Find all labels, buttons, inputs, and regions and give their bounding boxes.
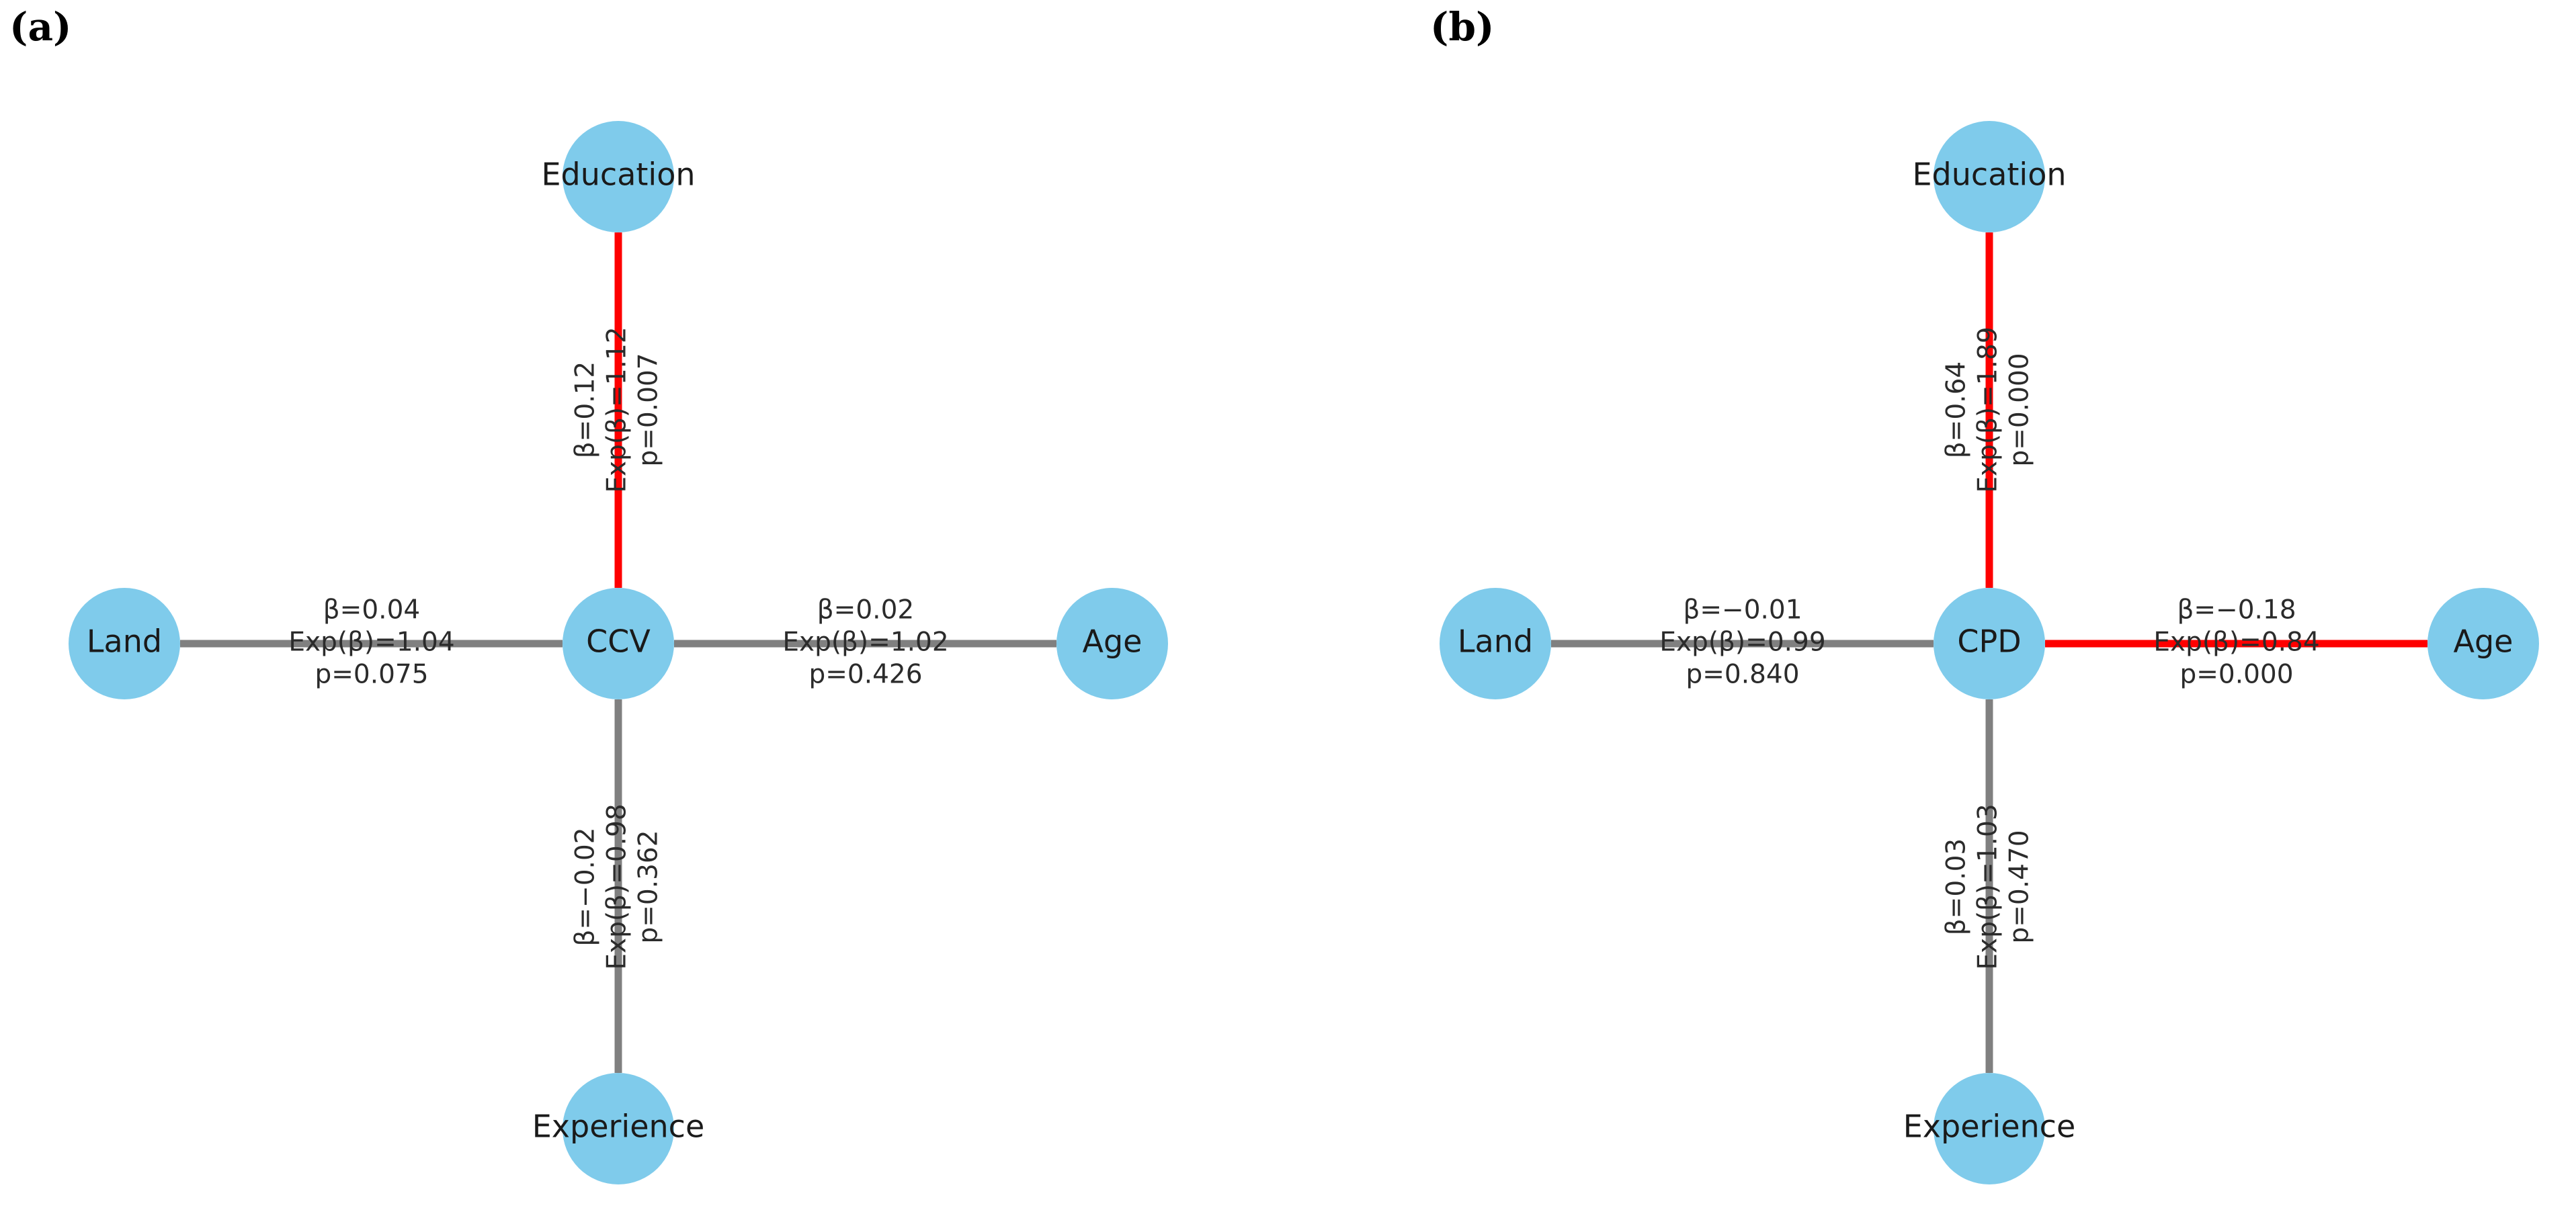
panel-a-edge-left-beta: β=0.04 [323, 595, 420, 625]
panel-a-edge-bottom-beta: β=−0.02 [571, 827, 601, 946]
panel-a-edge-top-beta: β=0.12 [571, 361, 601, 458]
panel-a-node-age[interactable] [1056, 588, 1168, 699]
panel-a-node-experience[interactable] [563, 1073, 674, 1184]
panel-a-edge-top-exp-beta: Exp(β)=1.12 [602, 327, 632, 492]
panel-a-node-age-label: Age [1083, 623, 1142, 660]
panel-b-node-land[interactable] [1440, 588, 1551, 699]
panel-b-node-age[interactable] [2427, 588, 2539, 699]
panel-b-node-center-label: CPD [1957, 623, 2021, 660]
panel-b-edge-top-p: p=0.000 [2005, 353, 2035, 466]
panel-b-edge-left-beta: β=−0.01 [1683, 595, 1802, 625]
panel-a-node-center[interactable] [563, 588, 674, 699]
panel-a-node-education[interactable] [563, 121, 674, 232]
panel-a-edge-right-beta: β=0.02 [817, 595, 914, 625]
panel-a-edge-right-exp-beta: Exp(β)=1.02 [782, 627, 948, 658]
panel-a-node-experience-label: Experience [532, 1109, 705, 1145]
panel-a-edge-bottom-p: p=0.362 [634, 830, 664, 943]
panel-b-node-age-label: Age [2454, 623, 2513, 660]
panel-a-node-center-label: CCV [586, 623, 651, 660]
panel-a-edge-bottom-exp-beta: Exp(β)=0.98 [602, 804, 632, 969]
panel-b-node-land-label: Land [1458, 623, 1533, 660]
panel-a-node-education-label: Education [541, 157, 695, 193]
panel-a-tag: (a) [9, 4, 71, 50]
panel-b-edge-bottom-beta: β=0.03 [1942, 838, 1972, 935]
panel-b-tag: (b) [1430, 4, 1494, 50]
panel-b-node-center[interactable] [1934, 588, 2045, 699]
panel-b-edge-right-p: p=0.000 [2179, 660, 2293, 690]
panel-b-edge-bottom-exp-beta: Exp(β)=1.03 [1973, 804, 2003, 969]
panel-b-node-education[interactable] [1934, 121, 2045, 232]
panel-a-node-land[interactable] [69, 588, 180, 699]
panel-b-edge-top-exp-beta: Exp(β)=1.89 [1973, 327, 2003, 492]
panel-a-node-land-label: Land [87, 623, 162, 660]
panel-a-edge-left-p: p=0.075 [315, 660, 428, 690]
panel-b-node-education-label: Education [1912, 157, 2066, 193]
panel-b-edge-top-beta: β=0.64 [1942, 361, 1972, 458]
panel-a-edge-left-exp-beta: Exp(β)=1.04 [288, 627, 454, 658]
panel-a-edge-top-p: p=0.007 [634, 353, 664, 466]
panel-b-edge-left-p: p=0.840 [1686, 660, 1799, 690]
panel-b-node-experience-label: Experience [1903, 1109, 2076, 1145]
panel-b-edge-left-exp-beta: Exp(β)=0.99 [1659, 627, 1825, 658]
panel-b-edge-bottom-p: p=0.470 [2005, 830, 2035, 943]
panel-b-edge-right-exp-beta: Exp(β)=0.84 [2153, 627, 2319, 658]
panel-b-edge-right-beta: β=−0.18 [2177, 595, 2296, 625]
panel-a-edge-right-p: p=0.426 [808, 660, 922, 690]
panel-b-node-experience[interactable] [1934, 1073, 2045, 1184]
